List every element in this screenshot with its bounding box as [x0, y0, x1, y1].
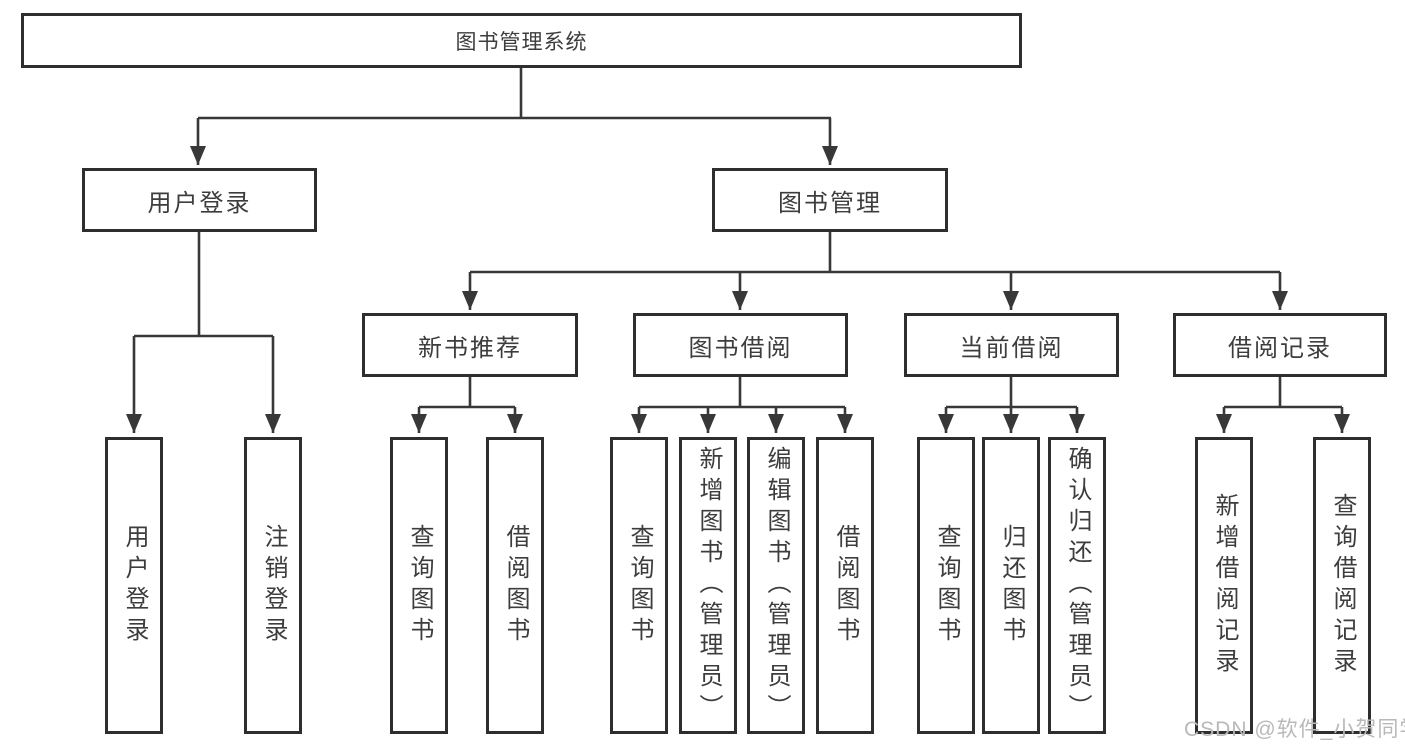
- node-new-book-recommend-label: 新书推荐: [418, 334, 522, 362]
- node-current-borrow: 当前借阅: [904, 313, 1119, 377]
- leaf-add-borrow-record-label: 新增借阅记录: [1211, 492, 1238, 679]
- leaf-user-login: 用户登录: [105, 437, 163, 734]
- leaf-edit-book-admin-label: 编辑图书（管理员）: [763, 446, 790, 725]
- node-user-login-label: 用户登录: [147, 189, 252, 217]
- leaf-query-book-borrow-label: 查询图书: [626, 523, 653, 648]
- leaf-confirm-return-admin-label: 确认归还（管理员）: [1064, 446, 1091, 725]
- leaf-borrow-book-recommend-label: 借阅图书: [502, 523, 529, 648]
- node-current-borrow-label: 当前借阅: [959, 334, 1064, 362]
- node-user-login: 用户登录: [82, 168, 317, 232]
- leaf-borrow-book-2: 借阅图书: [816, 437, 874, 734]
- leaf-query-book-recommend-label: 查询图书: [406, 523, 433, 648]
- leaf-query-book-current: 查询图书: [917, 437, 975, 734]
- leaf-add-book-admin: 新增图书（管理员）: [679, 437, 737, 734]
- leaf-user-login-label: 用户登录: [121, 523, 148, 648]
- leaf-add-book-admin-label: 新增图书（管理员）: [695, 446, 722, 725]
- leaf-borrow-book-2-label: 借阅图书: [832, 523, 859, 648]
- leaf-add-borrow-record: 新增借阅记录: [1195, 437, 1253, 734]
- node-book-borrow-label: 图书借阅: [688, 334, 793, 362]
- node-book-borrow: 图书借阅: [633, 313, 848, 377]
- leaf-return-book-label: 归还图书: [998, 523, 1025, 648]
- node-borrow-records-label: 借阅记录: [1228, 334, 1332, 362]
- leaf-edit-book-admin: 编辑图书（管理员）: [747, 437, 805, 734]
- leaf-query-book-recommend: 查询图书: [390, 437, 448, 734]
- leaf-return-book: 归还图书: [982, 437, 1040, 734]
- csdn-watermark: CSDN @软件_小贺同学: [1184, 718, 1405, 741]
- leaf-query-borrow-record: 查询借阅记录: [1313, 437, 1371, 734]
- node-borrow-records: 借阅记录: [1173, 313, 1387, 377]
- node-root: 图书管理系统: [21, 13, 1022, 68]
- leaf-borrow-book-recommend: 借阅图书: [486, 437, 544, 734]
- leaf-query-borrow-record-label: 查询借阅记录: [1329, 492, 1356, 679]
- leaf-logout-label: 注销登录: [260, 523, 287, 648]
- node-book-management-label: 图书管理: [778, 189, 882, 217]
- leaf-query-book-borrow: 查询图书: [610, 437, 668, 734]
- node-book-management: 图书管理: [712, 168, 948, 232]
- node-new-book-recommend: 新书推荐: [362, 313, 578, 377]
- node-root-label: 图书管理系统: [455, 30, 588, 54]
- leaf-confirm-return-admin: 确认归还（管理员）: [1048, 437, 1106, 734]
- leaf-logout: 注销登录: [244, 437, 302, 734]
- leaf-query-book-current-label: 查询图书: [933, 523, 960, 648]
